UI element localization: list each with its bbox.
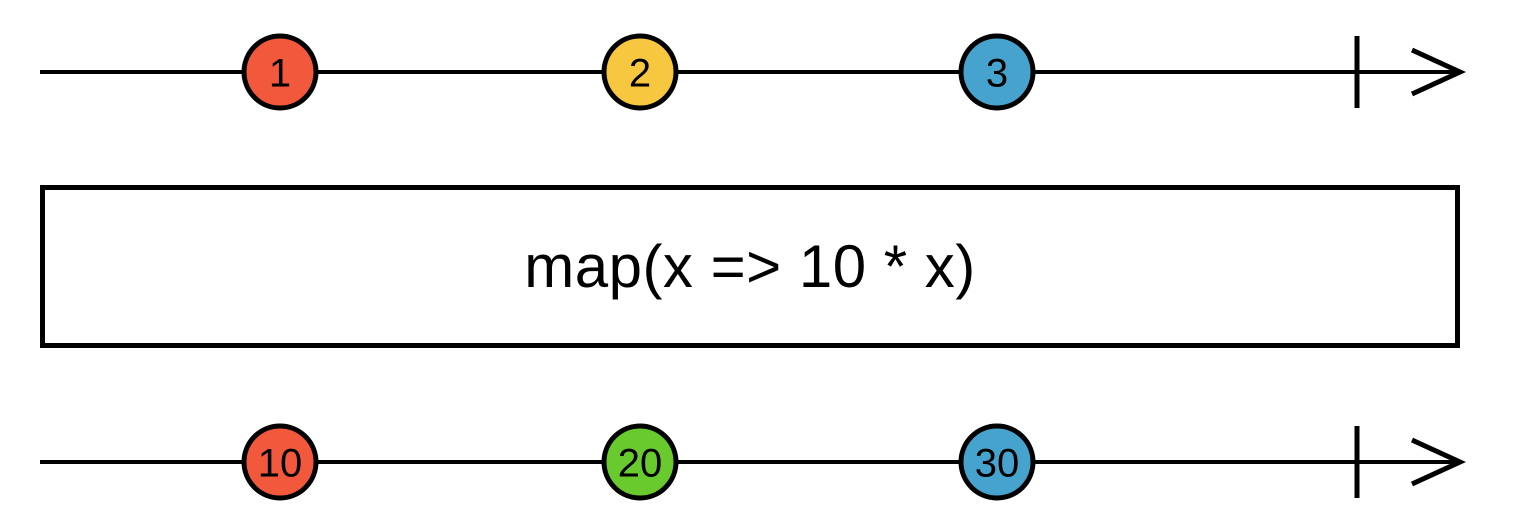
marble-event [241, 423, 319, 501]
marble-event [958, 423, 1036, 501]
marble-event [958, 33, 1036, 111]
marble-label: 10 [258, 442, 303, 486]
operator-box: map(x => 10 * x) [40, 185, 1460, 348]
marble-label: 3 [986, 52, 1008, 96]
marble-event [241, 33, 319, 111]
arrowhead-icon [1410, 437, 1467, 487]
marble-label: 1 [269, 52, 291, 96]
marble-event [601, 423, 679, 501]
source-timeline: 1 2 3 [40, 33, 1467, 111]
marble-label: 30 [975, 442, 1020, 486]
marble-label: 20 [618, 442, 663, 486]
marble-label: 2 [629, 52, 651, 96]
operator-label: map(x => 10 * x) [524, 233, 976, 300]
output-timeline: 10 20 30 [40, 423, 1467, 501]
arrowhead-icon [1410, 47, 1467, 97]
marble-event [601, 33, 679, 111]
